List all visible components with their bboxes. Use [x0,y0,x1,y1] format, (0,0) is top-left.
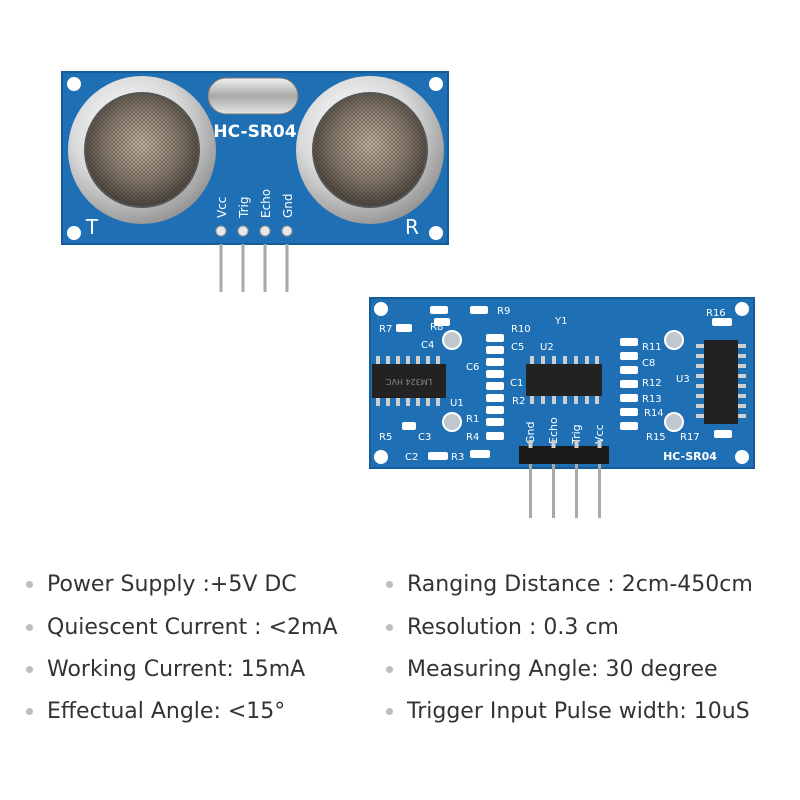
mount-hole [374,302,388,316]
front-model-label: HC-SR04 [213,122,296,142]
label-r17: R17 [680,432,700,443]
bullet-icon [386,624,393,631]
mount-hole [429,77,443,91]
front-pin-header [215,225,293,292]
bullet-icon [26,624,33,631]
spec-item: Trigger Input Pulse width: 10uS [386,699,750,724]
back-pin-label-vcc: Vcc [593,424,606,444]
label-c5: C5 [511,342,524,353]
label-r3: R3 [451,452,464,463]
spec-item: Ranging Distance : 2cm-450cm [386,572,753,597]
mount-hole [374,450,388,464]
transducer-via [442,412,462,432]
ic-u3 [696,340,746,424]
label-r7: R7 [379,324,392,335]
ic-u2 [526,356,602,404]
mount-hole [429,226,443,240]
spec-measuring-angle: Measuring Angle: 30 degree [407,657,718,682]
label-r11: R11 [642,342,662,353]
spec-item: Power Supply :+5V DC [26,572,297,597]
label-r9: R9 [497,306,510,317]
spec-item: Working Current: 15mA [26,657,305,682]
label-r5: R5 [379,432,392,443]
label-r8: R8 [430,322,443,333]
label-r1: R1 [466,414,479,425]
transducer-via [442,330,462,350]
receiver-label: R [405,215,419,239]
bullet-icon [386,666,393,673]
label-u2: U2 [540,342,554,353]
ic-u1: LM324 HVC [372,356,446,406]
back-pin-label-echo: Echo [547,417,560,444]
spec-item: Resolution : 0.3 cm [386,615,619,640]
label-c6: C6 [466,362,479,373]
transducer-via [664,412,684,432]
front-pin-label-gnd: Gnd [281,193,295,218]
back-pin-label-gnd: Gnd [524,422,537,444]
label-r14: R14 [644,408,664,419]
bullet-icon [386,581,393,588]
crystal-oscillator [207,77,299,115]
label-r12: R12 [642,378,662,389]
ic-marking: LM324 HVC [385,377,432,386]
spec-ranging-distance: Ranging Distance : 2cm-450cm [407,572,753,597]
bullet-icon [26,581,33,588]
receiver-transducer [296,76,444,224]
label-r10: R10 [511,324,531,335]
front-pin-label-trig: Trig [237,197,251,219]
transducer-via [664,330,684,350]
label-c2: C2 [405,452,418,463]
back-model-label: HC-SR04 [663,450,717,463]
smd-components [396,306,732,460]
bullet-icon [26,666,33,673]
spec-list: Power Supply :+5V DC Quiescent Current :… [0,560,800,740]
label-r15: R15 [646,432,666,443]
label-u1: U1 [450,398,464,409]
spec-trigger-pulse: Trigger Input Pulse width: 10uS [407,699,750,724]
label-r4: R4 [466,432,479,443]
back-pin-label-trig: Trig [570,424,583,445]
bullet-icon [26,708,33,715]
mount-hole [67,77,81,91]
label-y1: Y1 [554,316,567,327]
back-pin-header [519,440,609,518]
spec-item: Quiescent Current : <2mA [26,615,338,640]
mount-hole [735,450,749,464]
label-c4: C4 [421,340,434,351]
label-c3: C3 [418,432,431,443]
mount-hole [735,302,749,316]
label-r2: R2 [512,396,525,407]
spec-effectual-angle: Effectual Angle: <15° [47,699,286,724]
spec-quiescent-current: Quiescent Current : <2mA [47,615,338,640]
label-u3: U3 [676,374,690,385]
label-c8: C8 [642,358,655,369]
mount-hole [67,226,81,240]
label-r13: R13 [642,394,662,405]
transmitter-transducer [68,76,216,224]
spec-power-supply: Power Supply :+5V DC [47,572,297,597]
label-r16: R16 [706,308,726,319]
back-board: LM324 HVC [369,297,755,518]
spec-item: Measuring Angle: 30 degree [386,657,718,682]
label-c1: C1 [510,378,523,389]
transmitter-label: T [85,215,99,239]
spec-resolution: Resolution : 0.3 cm [407,615,619,640]
spec-item: Effectual Angle: <15° [26,699,285,724]
front-board: HC-SR04 T R Vcc Trig Echo Gnd [61,71,449,292]
spec-working-current: Working Current: 15mA [47,657,306,682]
bullet-icon [386,708,393,715]
component-labels: R9 R7 R8 R10 Y1 R16 C4 C5 U2 C6 C8 R11 U… [379,306,726,463]
front-pin-label-vcc: Vcc [215,197,229,218]
front-pin-label-echo: Echo [259,189,273,218]
